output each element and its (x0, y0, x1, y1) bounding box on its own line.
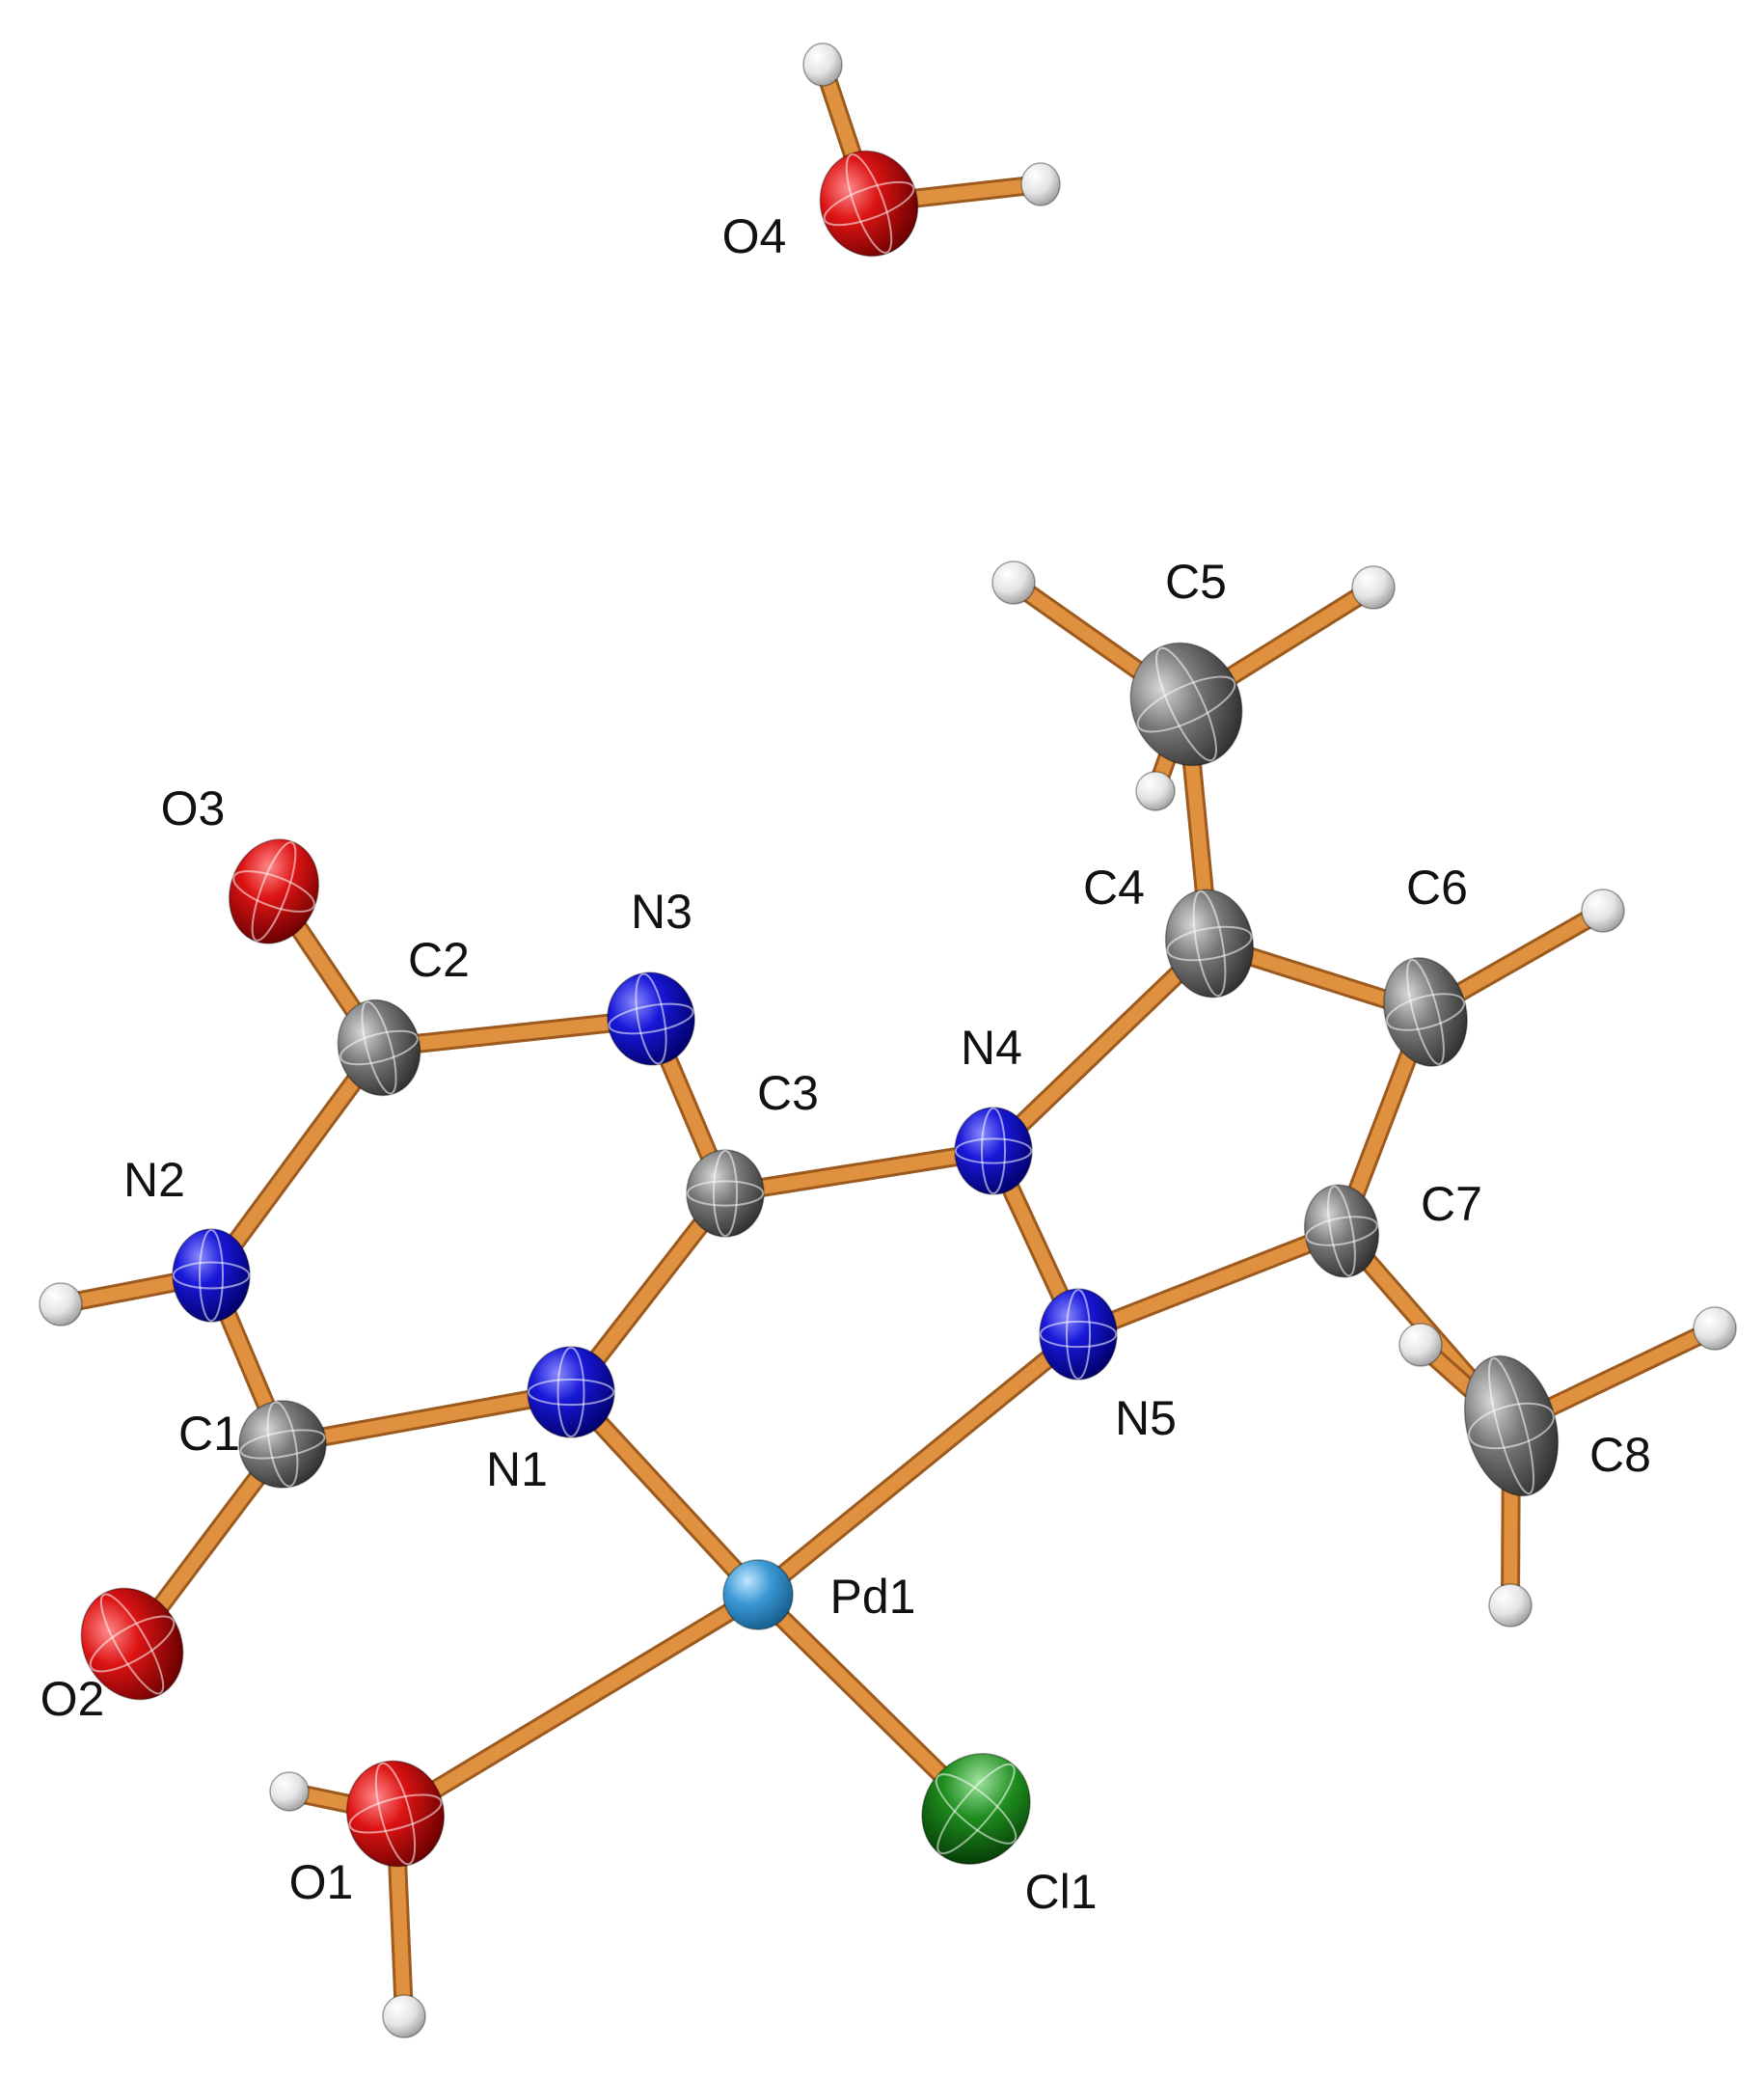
atoms-layer (39, 42, 1737, 2038)
bond-N1-Pd1 (561, 1382, 768, 1604)
bond-C1-N1 (273, 1382, 581, 1454)
atom-O1 (345, 1760, 446, 1868)
label-C3: C3 (757, 1066, 819, 1120)
atom-O4 (819, 150, 919, 258)
atom-C7 (1303, 1184, 1380, 1278)
atom-C1 (238, 1400, 327, 1489)
label-N5: N5 (1115, 1391, 1177, 1445)
label-Cl1: Cl1 (1024, 1865, 1097, 1919)
atom-C6 (1383, 957, 1468, 1067)
atom-H_C8a (1398, 1323, 1443, 1367)
atom-H_O1b (382, 1994, 426, 2038)
atom-C4 (1164, 889, 1255, 998)
label-C6: C6 (1406, 861, 1468, 915)
label-Pd1: Pd1 (830, 1570, 916, 1624)
bond-C2-N3 (369, 1009, 661, 1057)
atom-O3 (228, 838, 320, 944)
atom-H_O1a (269, 1771, 310, 1812)
bond-N4-C4 (984, 934, 1219, 1161)
bond-Pd1-O1 (386, 1585, 768, 1823)
atom-N3 (607, 971, 695, 1066)
atom-Pd1 (722, 1559, 794, 1630)
atom-C8 (1463, 1354, 1560, 1497)
bond-C2-N2 (202, 1038, 389, 1285)
atom-O2 (80, 1587, 184, 1701)
atom-H_C6 (1581, 889, 1625, 933)
bond-C3-N4 (716, 1141, 1003, 1203)
label-N2: N2 (123, 1153, 185, 1207)
atom-C3 (686, 1149, 765, 1238)
atom-Cl1 (921, 1753, 1031, 1865)
atom-C5 (1129, 642, 1243, 767)
atom-N4 (954, 1107, 1033, 1195)
label-C2: C2 (408, 933, 470, 987)
label-C7: C7 (1421, 1177, 1482, 1231)
atom-N5 (1039, 1288, 1118, 1381)
label-O4: O4 (722, 209, 787, 263)
atom-H_C8c (1488, 1583, 1533, 1628)
atom-H_C5a (991, 561, 1036, 605)
bond-N5-Pd1 (748, 1325, 1088, 1604)
label-C4: C4 (1083, 861, 1145, 915)
label-N1: N1 (486, 1442, 548, 1496)
label-O1: O1 (289, 1855, 354, 1909)
atom-H_C5c (1135, 771, 1176, 811)
label-C5: C5 (1165, 555, 1227, 609)
label-C1: C1 (178, 1407, 240, 1461)
label-O2: O2 (41, 1672, 105, 1726)
atom-H_C8b (1693, 1306, 1737, 1351)
bond-C7-N5 (1069, 1221, 1351, 1344)
atom-N1 (527, 1346, 615, 1438)
atom-H_N2 (39, 1282, 83, 1327)
label-N4: N4 (961, 1021, 1022, 1075)
bonds-layer (51, 55, 1724, 2026)
atom-H_O4a (802, 42, 843, 87)
atom-H_C5b (1351, 565, 1396, 610)
atom-C2 (337, 998, 421, 1097)
atom-N2 (172, 1228, 251, 1323)
label-C8: C8 (1589, 1428, 1651, 1482)
label-O3: O3 (161, 781, 226, 835)
atom-H_O4b (1020, 162, 1061, 206)
label-N3: N3 (631, 885, 692, 939)
